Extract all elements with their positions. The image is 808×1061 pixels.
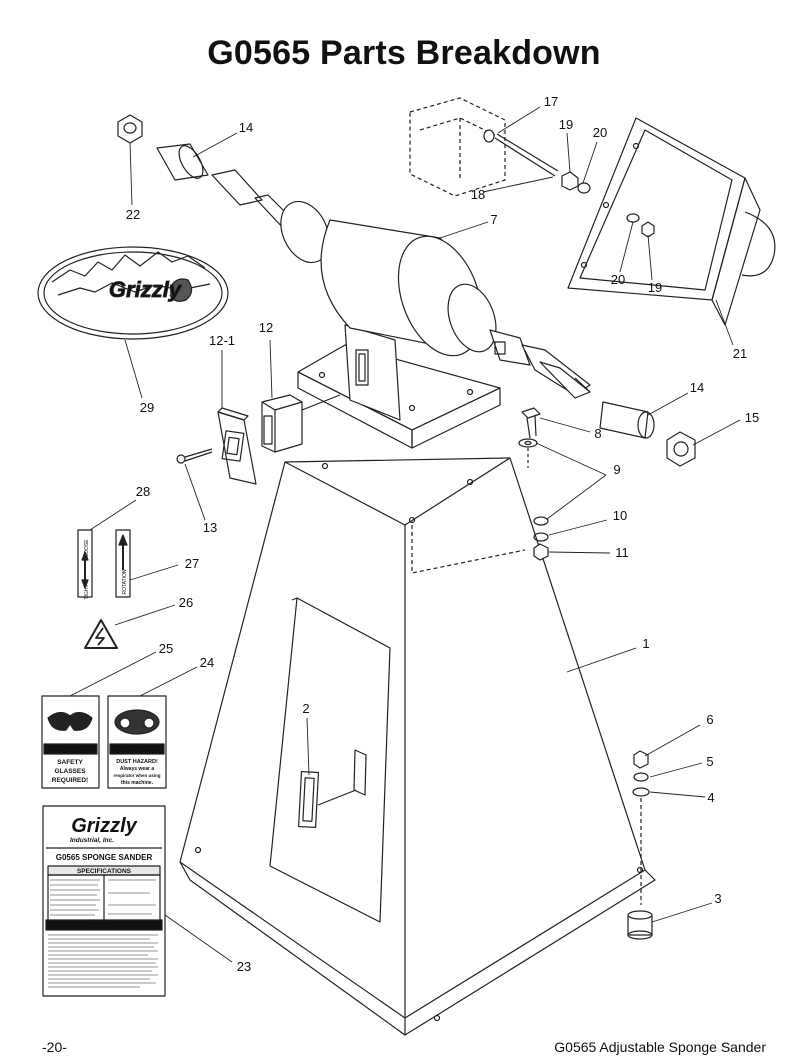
dust-hood-21 — [567, 117, 776, 326]
callout-27: 27 — [185, 556, 199, 571]
page-title: G0565 Parts Breakdown — [207, 34, 601, 72]
bolt-8 — [518, 407, 549, 561]
id-brand-sub: Industrial, Inc. — [70, 837, 114, 844]
leveling-foot — [627, 750, 653, 940]
callout-20-top: 20 — [593, 125, 607, 140]
callout-8: 8 — [594, 426, 601, 441]
glasses-line1: SAFETY — [57, 759, 83, 766]
decal-27-rotation — [115, 529, 131, 598]
loose-text: TIGHT — [84, 585, 90, 600]
id-model: G0565 SPONGE SANDER — [56, 853, 153, 862]
callout-18: 18 — [471, 187, 485, 202]
dust-line4: this machine. — [121, 780, 154, 786]
callout-23: 23 — [237, 959, 251, 974]
callout-1: 1 — [642, 636, 649, 651]
switch-12-1 — [217, 407, 257, 485]
logo-text: Grizzly — [109, 277, 183, 302]
callout-labels: 1 2 3 4 5 6 7 8 9 10 11 12 12-1 13 14 14… — [126, 94, 759, 974]
tight-text: LOOSE — [84, 539, 90, 557]
callout-3: 3 — [714, 891, 721, 906]
callout-19-top: 19 — [559, 117, 573, 132]
glasses-line3: REQUIRED! — [52, 777, 88, 784]
callout-29: 29 — [140, 400, 154, 415]
callout-14-right: 14 — [690, 380, 704, 395]
callout-4: 4 — [707, 790, 714, 805]
switch-box-12 — [261, 394, 341, 453]
callout-11: 11 — [615, 545, 629, 560]
motor-part — [156, 143, 591, 399]
callout-10: 10 — [613, 508, 627, 523]
decal-25-glasses — [41, 695, 100, 789]
dust-line1: DUST HAZARD! — [116, 759, 158, 765]
manual-title: G0565 Adjustable Sponge Sander — [554, 1039, 766, 1055]
callout-15: 15 — [745, 410, 759, 425]
bolt-18 — [483, 129, 591, 194]
dust-bracket-dashed — [409, 97, 506, 197]
callout-17: 17 — [544, 94, 558, 109]
glasses-warning: WARNING! — [52, 747, 88, 754]
page-number: -20- — [42, 1039, 67, 1055]
callout-12-1: 12-1 — [209, 333, 235, 348]
callout-28: 28 — [136, 484, 150, 499]
callout-9: 9 — [613, 462, 620, 477]
id-warning: WARNING! — [86, 923, 122, 930]
callout-21: 21 — [733, 346, 747, 361]
callout-25: 25 — [159, 641, 173, 656]
screw-13 — [176, 448, 213, 464]
hex-nut-22 — [117, 114, 143, 144]
stand-part — [179, 457, 656, 1036]
callout-22: 22 — [126, 207, 140, 222]
callout-14-left: 14 — [239, 120, 253, 135]
dust-caution: CAUTION — [121, 747, 153, 754]
glasses-line2: GLASSES — [54, 768, 86, 775]
motor-base-bracket — [297, 324, 501, 449]
callout-2: 2 — [302, 701, 309, 716]
decal-28-tight-loose — [77, 529, 93, 598]
callout-20-bottom: 20 — [611, 272, 625, 287]
callout-12: 12 — [259, 320, 273, 335]
callout-5: 5 — [706, 754, 713, 769]
callout-19-bottom: 19 — [648, 280, 662, 295]
id-specs: SPECIFICATIONS — [77, 868, 132, 875]
decal-23-id-plate — [42, 805, 166, 997]
dust-line2: Always wear a — [120, 766, 154, 772]
logo-plate-29 — [37, 246, 229, 340]
callout-13: 13 — [203, 520, 217, 535]
decal-24-dust — [107, 695, 167, 789]
callout-7: 7 — [490, 212, 497, 227]
sleeve-14-right — [599, 401, 655, 439]
callout-24: 24 — [200, 655, 214, 670]
id-brand: Grizzly — [71, 815, 137, 837]
rotation-text: ROTATION — [122, 569, 128, 594]
callout-26: 26 — [179, 595, 193, 610]
decal-26-electric — [84, 619, 118, 649]
hex-nut-15 — [666, 431, 696, 467]
callout-6: 6 — [706, 712, 713, 727]
dust-line3: respirator when using — [113, 773, 160, 778]
leader-lines — [69, 106, 741, 963]
